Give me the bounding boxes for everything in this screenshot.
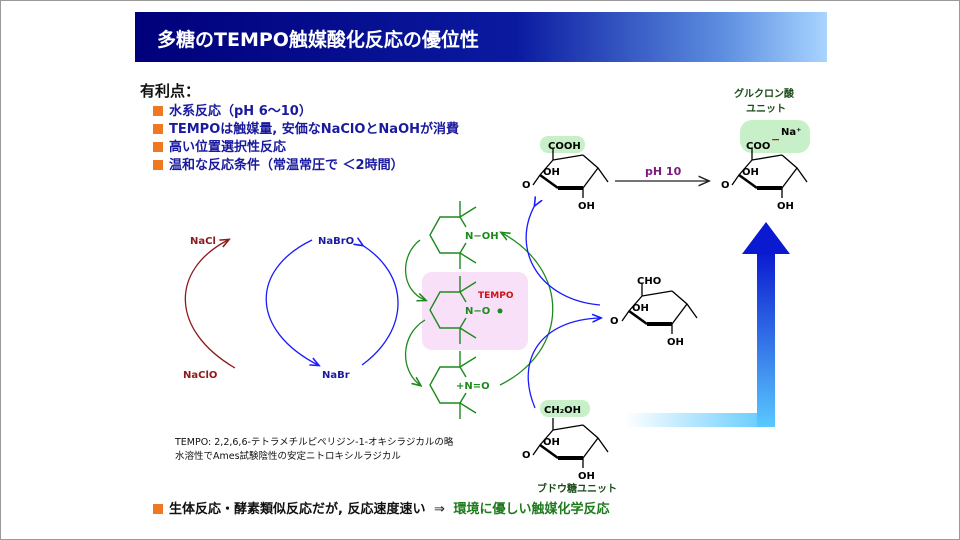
oxoammonium-label: +N=O <box>456 381 490 392</box>
radical-dot-icon <box>497 308 503 314</box>
o-label: O <box>610 316 619 327</box>
ch2oh-label: CH₂OH <box>544 405 581 416</box>
sodium-label: Na⁺ <box>781 127 801 138</box>
advantage-text: 水系反応（pH 6〜10） <box>169 104 312 119</box>
big-arrow-head-icon <box>742 222 790 254</box>
glucuronic-label: グルクロン酸 <box>734 87 795 100</box>
hydroxylamine-label: N−OH <box>465 231 499 242</box>
advantage-item: 高い位置選択性反応 <box>153 136 286 155</box>
oh-label: OH <box>667 337 684 348</box>
cooh-label: COOH <box>548 141 581 152</box>
glucuronic-unit-label: ユニット <box>746 103 786 115</box>
ph-label: pH 10 <box>645 165 682 178</box>
advantage-text: 高い位置選択性反応 <box>169 140 287 155</box>
naclo-to-nacl-arrow <box>184 240 236 369</box>
conclusion-result: 環境に優しい触媒化学反応 <box>453 502 610 517</box>
title-bar: 多糖のTEMPO触媒酸化反応の優位性 <box>135 12 827 62</box>
oh-label: OH <box>632 303 649 314</box>
glucose-unit-label: ブドウ糖ユニット <box>537 482 617 495</box>
nacl-label: NaCl <box>190 236 216 247</box>
oh-label: OH <box>742 167 759 178</box>
advantage-item: 水系反応（pH 6〜10） <box>153 100 312 119</box>
nabr-label: NaBr <box>322 370 350 381</box>
nabro-label: NaBrO <box>318 236 354 247</box>
bullet-square-icon <box>153 142 163 152</box>
nabro-to-nabr-arrow <box>265 239 318 365</box>
o-label: O <box>721 180 730 191</box>
bullet-square-icon <box>153 124 163 134</box>
bullet-square-icon <box>153 106 163 116</box>
oh-label: OH <box>777 201 794 212</box>
tempo-radical-label: N−O <box>465 306 490 317</box>
o-label: O <box>522 180 531 191</box>
oh-label: OH <box>578 471 595 482</box>
conclusion: 生体反応・酵素類似反応だが, 反応速度速い ⇒ 環境に優しい触媒化学反応 <box>153 498 609 517</box>
bullet-square-icon <box>153 160 163 170</box>
bullet-square-icon <box>153 504 163 514</box>
advantage-item: 温和な反応条件（常温常圧で ＜2時間） <box>153 154 404 173</box>
cho-label: CHO <box>637 276 661 287</box>
nabr-to-nabro-arrow <box>362 245 399 366</box>
naclo-label: NaClO <box>183 370 217 381</box>
advantage-text: 温和な反応条件（常温常圧で ＜2時間） <box>169 158 404 173</box>
tempo-note: TEMPO: 2,2,6,6-テトラメチルピペリジン-1-オキシラジカルの略 <box>175 437 454 448</box>
carboxylate-label: COO <box>746 141 770 152</box>
implies-arrow-icon: ⇒ <box>434 502 445 517</box>
oh-label: OH <box>543 167 560 178</box>
charge-label: − <box>771 133 780 146</box>
tempo-label: TEMPO <box>478 291 514 301</box>
conclusion-text: 生体反応・酵素類似反応だが, 反応速度速い <box>169 502 426 517</box>
o-label: O <box>522 450 531 461</box>
big-arrow-horizontal <box>625 413 775 427</box>
oh-label: OH <box>578 201 595 212</box>
tempo-note: 水溶性でAmes試験陰性の安定ニトロキシルラジカル <box>175 451 401 462</box>
slide-title: 多糖のTEMPO触媒酸化反応の優位性 <box>157 29 479 51</box>
advantage-item: TEMPOは触媒量, 安価なNaClOとNaOHが消費 <box>153 118 459 137</box>
big-arrow-vertical <box>757 252 775 427</box>
oh-label: OH <box>543 437 560 448</box>
advantage-text: TEMPOは触媒量, 安価なNaClOとNaOHが消費 <box>169 122 460 137</box>
advantages-heading: 有利点： <box>140 82 201 100</box>
